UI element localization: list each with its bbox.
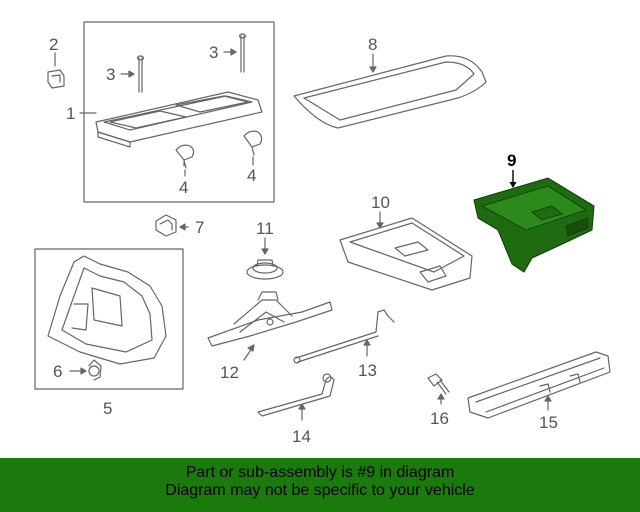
callout-3-right: 3 [209,43,218,62]
callout-6: 6 [53,362,62,381]
part-10-tray[interactable] [339,211,473,291]
group-box-1 [83,21,275,203]
group-box-5 [34,248,184,390]
part-4-clip-left[interactable] [175,144,195,177]
part-12-jack[interactable] [207,291,333,361]
callout-4-left: 4 [179,178,188,197]
parts-diagram: 2 3 3 1 4 4 7 8 9 10 11 12 13 14 16 15 6… [34,21,611,446]
part-13-jack-handle[interactable] [293,309,395,364]
part-8-tonneau-cover[interactable] [293,53,487,129]
callout-15: 15 [539,413,558,432]
part-15-sill-plate[interactable] [467,351,611,419]
callout-4-right: 4 [247,166,256,185]
callout-10: 10 [371,193,390,212]
banner-line-1: Part or sub-assembly is #9 in diagram [185,464,455,481]
callout-11: 11 [256,219,274,238]
part-9-spare-tire-cover[interactable] [473,170,595,273]
part-3-bolt-right[interactable] [223,33,247,73]
callout-1: 1 [66,104,75,123]
part-6-clip[interactable] [69,359,102,381]
callout-7: 7 [195,218,204,237]
part-4-clip-right[interactable] [243,130,263,166]
part-5-quarter-trim[interactable] [47,255,167,365]
banner-line-2: Diagram may not be specific to your vehi… [165,482,475,499]
callout-8: 8 [368,35,377,54]
part-1-deck-board[interactable] [79,91,263,148]
part-16-bolt[interactable] [427,373,450,405]
info-banner: Part or sub-assembly is #9 in diagram Di… [0,458,640,512]
callout-14: 14 [292,427,311,446]
part-3-bolt-left[interactable] [120,55,145,93]
part-14-wrench[interactable] [257,373,335,421]
part-7-clip[interactable] [155,214,189,237]
part-2-clip[interactable] [47,52,65,89]
callout-13: 13 [358,361,377,380]
callout-2: 2 [49,35,58,54]
callout-12: 12 [220,363,239,382]
part-11-spare-tire-bolt[interactable] [246,237,284,280]
callout-9: 9 [507,151,516,170]
callout-3-left: 3 [106,65,115,84]
callout-16: 16 [430,409,449,428]
callout-5: 5 [103,399,112,418]
